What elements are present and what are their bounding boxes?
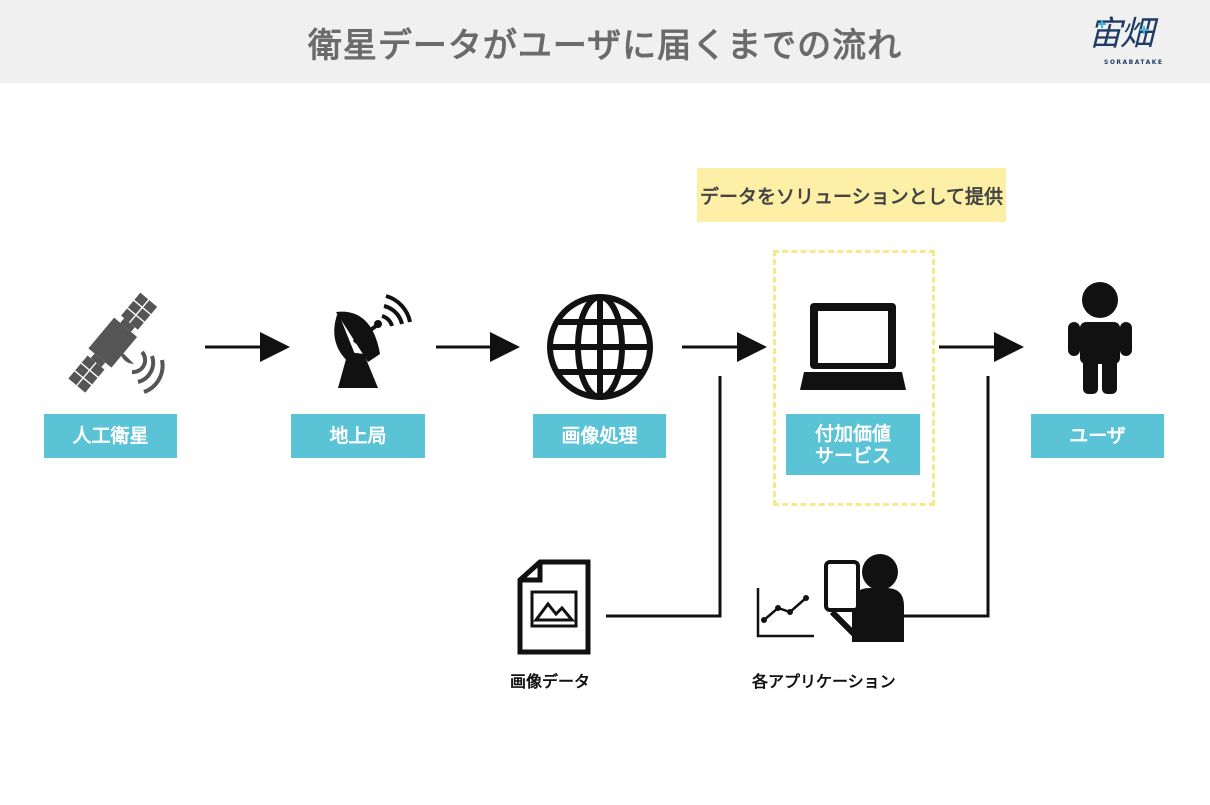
logo-sparkle-icon <box>1098 20 1148 34</box>
node-label-image-processing: 画像処理 <box>533 414 666 458</box>
application-user-icon <box>756 554 904 642</box>
branch-connectors <box>606 376 990 618</box>
logo-subtitle: SORABATAKE <box>1104 59 1164 66</box>
ground-station-icon <box>334 294 412 388</box>
user-person-icon <box>1068 282 1132 394</box>
laptop-icon <box>800 303 906 390</box>
image-file-icon <box>517 559 591 655</box>
connector-image-data <box>606 376 722 618</box>
connector-applications <box>904 376 990 618</box>
globe-icon <box>547 294 653 400</box>
value-added-highlight-box <box>773 250 935 506</box>
header-bar <box>0 0 1210 83</box>
solution-callout: データをソリューションとして提供 <box>697 168 1006 222</box>
applications-caption: 各アプリケーション <box>752 672 896 691</box>
sorabatake-logo: 宙畑 SORABATAKE <box>1088 14 1172 70</box>
satellite-icon <box>68 292 165 394</box>
node-label-user: ユーザ <box>1031 414 1164 458</box>
image-data-caption: 画像データ <box>510 672 591 691</box>
node-label-satellite: 人工衛星 <box>44 414 177 458</box>
page-title: 衛星データがユーザに届くまでの流れ <box>307 26 903 66</box>
node-label-ground-station: 地上局 <box>291 414 425 458</box>
node-label-value-added-service: 付加価値 サービス <box>786 414 920 475</box>
